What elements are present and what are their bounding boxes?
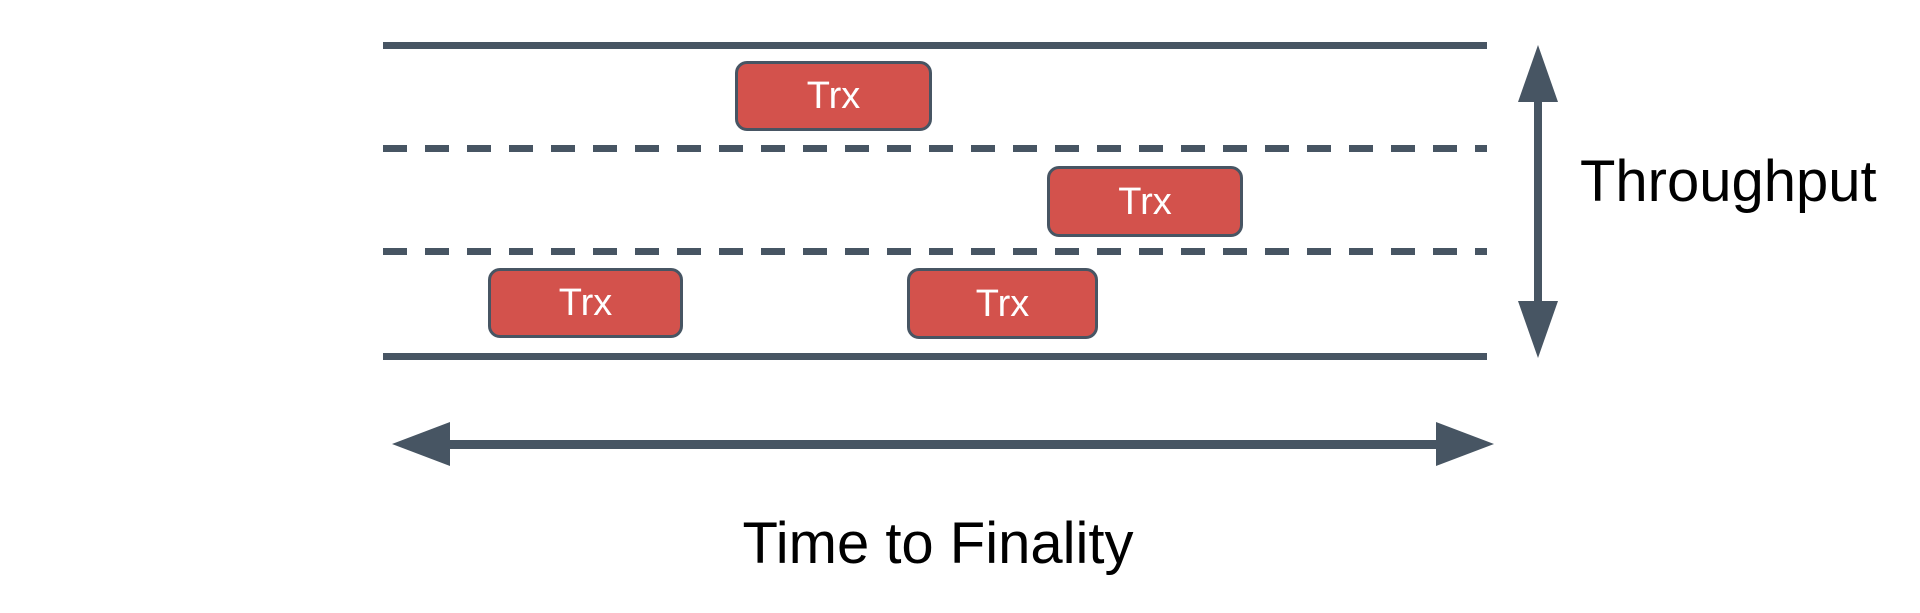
time-to-finality-label: Time to Finality [742, 511, 1134, 576]
trx-box-label: Trx [806, 75, 861, 117]
arrow-right-head-icon [1436, 422, 1494, 466]
lane-divider-upper [383, 145, 1487, 152]
trx-box-label: Trx [558, 282, 613, 324]
trx-box-lane3-right: Trx [907, 268, 1098, 339]
arrow-up-head-icon [1518, 45, 1558, 102]
road-top-line [383, 42, 1487, 49]
road-bottom-line [383, 353, 1487, 360]
throughput-label: Throughput [1580, 149, 1877, 214]
arrow-left-head-icon [392, 422, 450, 466]
time-to-finality-arrow-shaft [445, 440, 1440, 449]
trx-box-lane1: Trx [735, 61, 932, 131]
trx-box-label: Trx [975, 282, 1030, 325]
trx-box-lane3-left: Trx [488, 268, 683, 338]
trx-box-label: Trx [1118, 180, 1172, 223]
throughput-arrow-shaft [1534, 95, 1542, 307]
arrow-down-head-icon [1518, 301, 1558, 358]
trx-box-lane2: Trx [1047, 166, 1243, 237]
lane-divider-lower [383, 248, 1487, 255]
